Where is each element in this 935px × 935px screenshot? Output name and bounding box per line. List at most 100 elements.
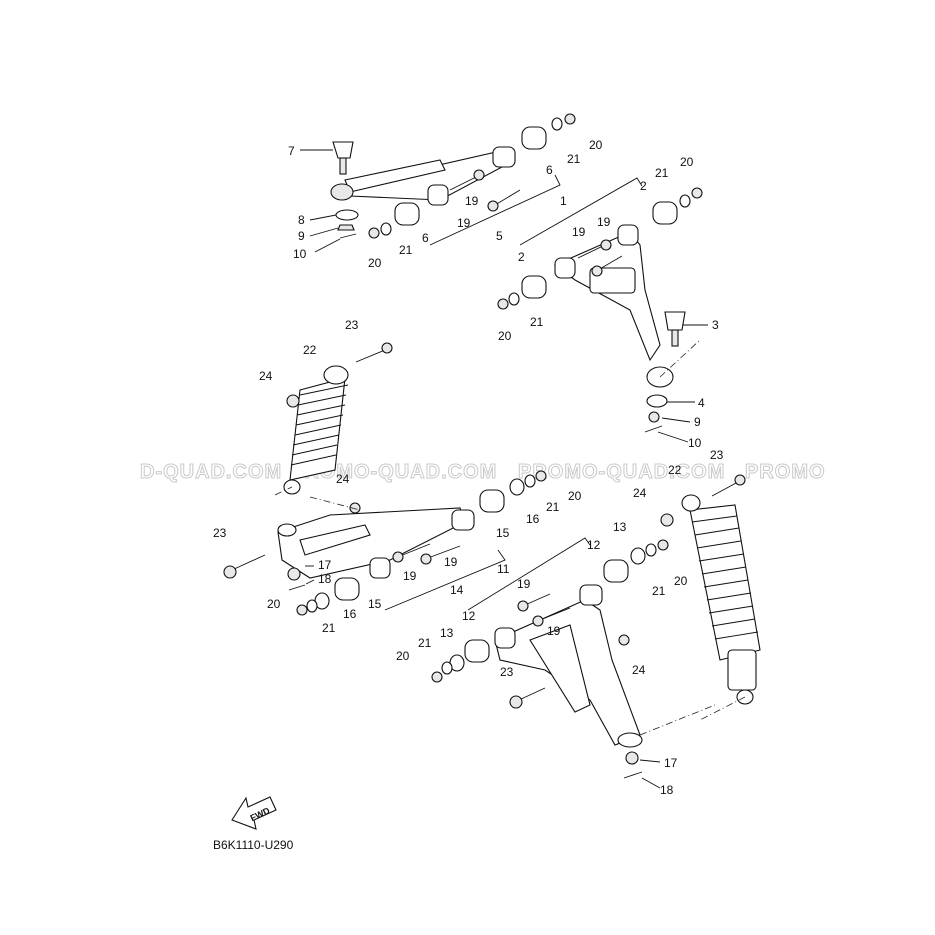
bolt-19-e-head	[392, 551, 404, 563]
upper-arm-left-assembly	[330, 113, 576, 239]
ball-joint-left-stud	[339, 157, 347, 175]
bolt-19-h-head	[532, 615, 544, 627]
callout-12: 12	[587, 538, 601, 552]
nut-20-ra	[497, 298, 509, 310]
callout-24: 24	[633, 486, 647, 500]
watermark-row: D-QUAD.COM PROMO-QUAD.COM PROMO-QUAD.COM…	[140, 461, 826, 484]
callout-21: 21	[322, 621, 336, 635]
bush-2-right	[652, 201, 678, 225]
lower-arm-left-bush-a	[451, 509, 475, 531]
cotter-pin-18-right	[623, 771, 643, 779]
callouts: 7 8 9 10 20 21 6 19 19 5 6 21 20 1 2 21 …	[213, 138, 724, 797]
bush-15-b	[334, 577, 360, 601]
washer-13-a	[630, 547, 646, 565]
bolt-19-b-head	[487, 200, 499, 212]
cotter-pin-right	[644, 425, 663, 433]
callout-6: 6	[422, 231, 429, 245]
leader-8	[309, 214, 337, 221]
upper-arm-left-bush-front	[492, 146, 516, 168]
bolt-19-a-head	[473, 169, 485, 181]
assembly-dash-lines	[274, 339, 746, 736]
shock-right-body	[727, 649, 757, 691]
callout-16: 16	[343, 607, 357, 621]
lower-arm-left-plate	[299, 524, 371, 556]
bracket-14	[384, 549, 506, 611]
lower-arm-right-socket	[617, 732, 643, 748]
callout-22: 22	[303, 343, 317, 357]
nut-20-upper	[564, 113, 576, 125]
bolt-23-lower-left-head	[223, 565, 237, 579]
bolt-23-shock-left	[355, 349, 386, 363]
lower-arm-left	[277, 507, 466, 579]
callout-20: 20	[589, 138, 603, 152]
callout-19: 19	[547, 624, 561, 638]
callout-10: 10	[688, 436, 702, 450]
nut-20-lb	[296, 604, 308, 616]
washer-21-rb	[679, 194, 691, 208]
callout-21: 21	[546, 500, 560, 514]
bolt-19-e	[399, 543, 431, 557]
nut-20-la	[535, 470, 547, 482]
callout-21: 21	[418, 636, 432, 650]
callout-10: 10	[293, 247, 307, 261]
callout-9: 9	[694, 415, 701, 429]
upper-arm-left	[336, 149, 516, 201]
lower-arm-right-bush-b	[494, 627, 516, 649]
dash-set-2	[639, 696, 746, 736]
dash-set-1	[274, 339, 701, 511]
lower-arm-right-plate	[529, 624, 591, 713]
callout-5: 5	[496, 229, 503, 243]
cotter-pin-left	[339, 233, 357, 239]
callout-20: 20	[674, 574, 688, 588]
washer-16-a	[509, 478, 525, 496]
callout-19: 19	[572, 225, 586, 239]
washer-21-la	[524, 474, 536, 488]
callout-23: 23	[500, 665, 514, 679]
callout-18: 18	[318, 572, 332, 586]
nut-20-rc	[657, 539, 669, 551]
leader-10a	[314, 238, 341, 253]
shock-right-coils	[691, 515, 759, 640]
callout-3: 3	[712, 318, 719, 332]
callout-21: 21	[399, 243, 413, 257]
callout-19: 19	[597, 215, 611, 229]
lower-arm-right-assembly	[431, 539, 669, 779]
bolt-19-c-head	[600, 239, 612, 251]
leader-9a	[309, 227, 339, 237]
circlip-right	[646, 394, 668, 408]
callout-24: 24	[259, 369, 273, 383]
upper-arm-right-assembly	[497, 187, 703, 433]
callout-23: 23	[213, 526, 227, 540]
bolt-23-shock-right	[711, 481, 739, 497]
ball-joint-left	[332, 141, 354, 159]
nut-24-lower-right	[618, 634, 630, 646]
callout-24: 24	[336, 472, 350, 486]
upper-arm-right	[553, 231, 661, 362]
shock-left-top-eye	[323, 365, 349, 385]
callout-17: 17	[318, 558, 332, 572]
washer-21-rc	[645, 543, 657, 557]
leader-17b	[639, 759, 661, 763]
callout-20: 20	[267, 597, 281, 611]
leader-18a	[305, 579, 315, 585]
watermark-4: PROMO	[745, 461, 826, 483]
forward-arrow: FWD	[231, 796, 277, 830]
nut-20-rb	[691, 187, 703, 199]
cotter-pin-18-left	[288, 584, 306, 591]
callout-15: 15	[368, 597, 382, 611]
callout-21: 21	[530, 315, 544, 329]
bolt-19-c	[577, 244, 606, 259]
upper-arm-left-socket	[330, 183, 354, 201]
washer-21-lb	[306, 599, 318, 613]
callout-20: 20	[498, 329, 512, 343]
callout-24: 24	[632, 663, 646, 677]
callout-16: 16	[526, 512, 540, 526]
leader-10b	[657, 431, 689, 443]
callout-8: 8	[298, 213, 305, 227]
bolt-19-f	[427, 545, 461, 559]
bolt-23-lower-right	[518, 687, 546, 701]
callout-2: 2	[640, 179, 647, 193]
watermark-1: D-QUAD.COM	[140, 461, 282, 483]
callout-20: 20	[396, 649, 410, 663]
